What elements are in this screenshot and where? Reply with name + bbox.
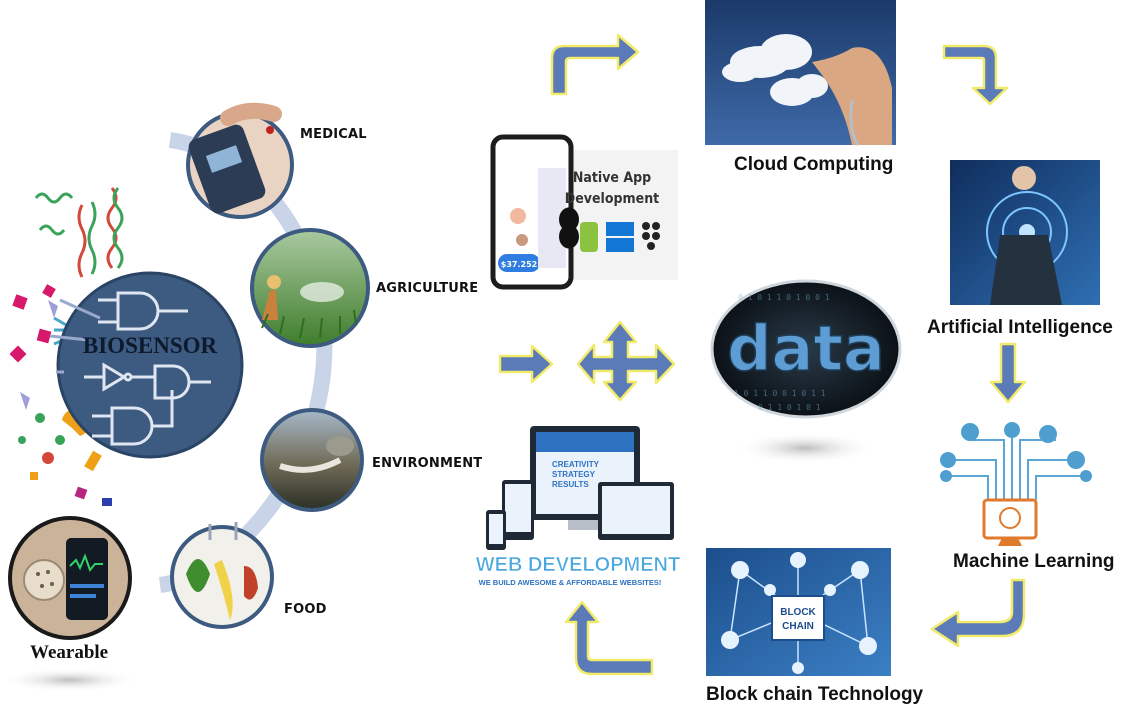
arrow-hub-cross [576, 320, 676, 402]
logic-gate-icon [84, 291, 211, 446]
biosensor-core [56, 271, 244, 459]
label-medical: MEDICAL [300, 127, 367, 142]
blockchain-badge-line2: CHAIN [782, 621, 814, 632]
arrow-to-ml [989, 342, 1027, 404]
svg-text:1 0 1 1 0 0 1 0 1 1: 1 0 1 1 0 0 1 0 1 1 [734, 389, 826, 398]
label-environment: ENVIRONMENT [372, 456, 483, 471]
machine-learning-image [940, 422, 1092, 546]
environment-image [260, 408, 364, 512]
arrow-to-cloud [550, 33, 640, 96]
native-app-line2: Development [565, 191, 659, 207]
receptor-lines [49, 298, 101, 374]
web-screen-word-1: CREATIVITY [552, 460, 600, 469]
medical-image [186, 102, 294, 219]
data-core [710, 279, 902, 419]
web-screen-word-2: STRATEGY [552, 470, 596, 479]
label-cloud-computing: Cloud Computing [734, 154, 894, 175]
biosensor-title: BIOSENSOR [83, 333, 218, 358]
data-shadow [735, 432, 875, 464]
cloud-icon [722, 34, 828, 106]
web-dev-title: WEB DEVELOPMENT [476, 554, 680, 576]
wearable-image [8, 516, 132, 640]
web-screen-word-3: RESULTS [552, 480, 589, 489]
label-machine-learning: Machine Learning [953, 551, 1115, 572]
arrow-to-blockchain [930, 578, 1026, 648]
flow-arrows [498, 33, 1027, 676]
web-dev-image [486, 426, 674, 550]
agriculture-image [250, 228, 370, 348]
arrow-into-hub [498, 344, 554, 384]
web-dev-tagline: WE BUILD AWESOME & AFFORDABLE WEBSITES! [479, 578, 662, 587]
arrow-to-web [564, 600, 654, 676]
data-word: data [727, 312, 885, 385]
label-agriculture: AGRICULTURE [376, 281, 479, 296]
artificial-intelligence-image [950, 160, 1100, 305]
native-app-image [490, 134, 678, 290]
wearable-shadow [0, 668, 140, 692]
cloud-computing-image [705, 0, 896, 146]
svg-text:0 1 0 1 1 0 1 0 0 1: 0 1 0 1 1 0 1 0 0 1 [738, 293, 830, 302]
label-food: FOOD [284, 602, 327, 617]
food-image [170, 522, 274, 629]
native-app-line1: Native App [573, 170, 651, 186]
arrow-to-ai [942, 44, 1009, 106]
label-blockchain: Block chain Technology [706, 684, 924, 705]
label-artificial-intelligence: Artificial Intelligence [927, 317, 1113, 338]
neural-network-icon [948, 430, 1086, 500]
biomolecule-cluster [9, 187, 124, 506]
phone-amount: $37.252 [501, 260, 537, 269]
blockchain-image [706, 548, 891, 676]
label-wearable: Wearable [30, 642, 109, 663]
data-binary-noise: 0 1 0 1 1 0 1 0 0 1 1 0 1 1 0 0 1 0 1 1 … [734, 293, 830, 412]
blockchain-badge-line1: BLOCK [780, 607, 816, 618]
svg-text:0 1 1 0 1 0 1: 0 1 1 0 1 0 1 [758, 403, 821, 412]
